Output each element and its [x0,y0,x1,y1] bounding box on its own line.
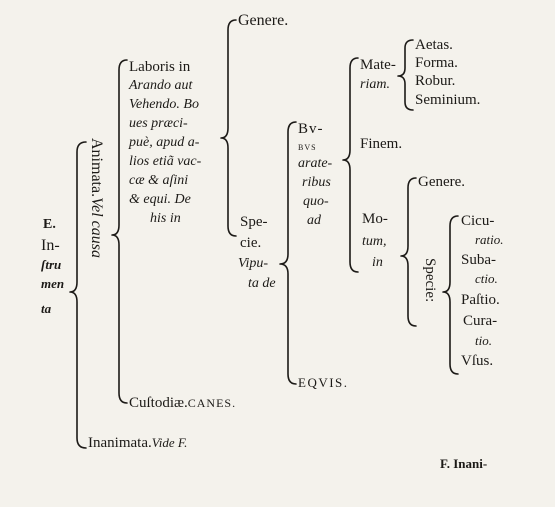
materiam-line: Mate- [360,57,396,73]
specie-line: Spe- [240,214,268,230]
specie-line: cie. [240,235,262,251]
bubus-line: ad [307,213,321,228]
materiam-line: riam. [360,77,390,92]
animata-text: Animata. [88,138,105,198]
equis-label: EQVIS. [298,375,349,390]
vide-f-text: Vide F. [151,435,188,450]
materiam-item: Forma. [415,55,458,71]
inanimata-text: Inanimata. [88,435,152,451]
root-line: ta [41,301,52,316]
specie-right-item: Vſus. [461,353,494,369]
brace-animata [69,141,87,449]
brace-specie-items [442,215,459,375]
specie-right-item: ctio. [475,271,498,286]
root-line: In- [41,237,60,254]
laboris-line: puè, apud a- [129,135,200,150]
specie-line: Vipu- [238,256,269,271]
brace-materiam-items [397,39,414,111]
root-line: ſtru [41,257,62,272]
brace-bubus-equis [279,121,297,385]
root-line: E. [43,217,56,232]
genere-top: Genere. [238,12,289,29]
laboris-line: & equi. De [129,192,191,207]
custodiae-text: Cuſtodiæ. [129,395,188,411]
motum-line: in [372,255,383,270]
specie-right-label: Specie: [422,258,438,303]
specie-right-item: ratio. [475,232,504,247]
laboris-line: Arando aut [129,78,193,93]
laboris-line: cæ & aſini [129,173,189,188]
laboris-line: lios etiã vac- [129,154,202,169]
bubus-line: bvs [298,139,317,153]
materiam-item: Aetas. [415,37,453,53]
materiam-item: Seminium. [415,92,481,108]
specie-right-item: Cicu- [461,213,495,229]
vel-causa-text: Vel causa [88,197,105,258]
bubus-line: quo- [303,194,329,209]
motum-line: Mo- [362,211,388,227]
specie-line: ta de [248,276,276,291]
specie-right-item: Cura- [463,313,498,329]
laboris-line: Vehendo. Bo [129,97,199,112]
canes-text: CANES. [187,396,237,410]
custodiae-line: Cuſtodiæ.CANES. [129,396,236,411]
specie-right-item: tio. [475,333,492,348]
laboris-line: his in [150,211,181,226]
animata-label: Animata.Vel causa [88,138,105,258]
brace-materiam-motum [342,57,359,273]
brace-motum-genere-specie [400,177,417,327]
catchword: F. Inani- [440,456,488,471]
brace-usage [111,59,128,404]
root-line: men [41,276,65,291]
laboris-line: Laboris in [129,60,190,75]
finem-label: Finem. [360,136,403,152]
materiam-item: Robur. [415,73,456,89]
bubus-line: Bv- [298,121,324,137]
laboris-line-text: Laboris in [129,59,191,75]
inanimata-line: Inanimata.Vide F. [88,436,187,451]
motum-line: tum, [362,234,387,249]
bubus-line: ribus [302,175,331,190]
genere-mid: Genere. [418,174,466,190]
laboris-line: ues præci- [129,116,188,131]
bubus-line: arate- [298,156,333,171]
specie-right-item: Suba- [461,252,496,268]
brace-genere-specie [220,19,237,237]
specie-right-item: Paſtio. [461,292,500,308]
